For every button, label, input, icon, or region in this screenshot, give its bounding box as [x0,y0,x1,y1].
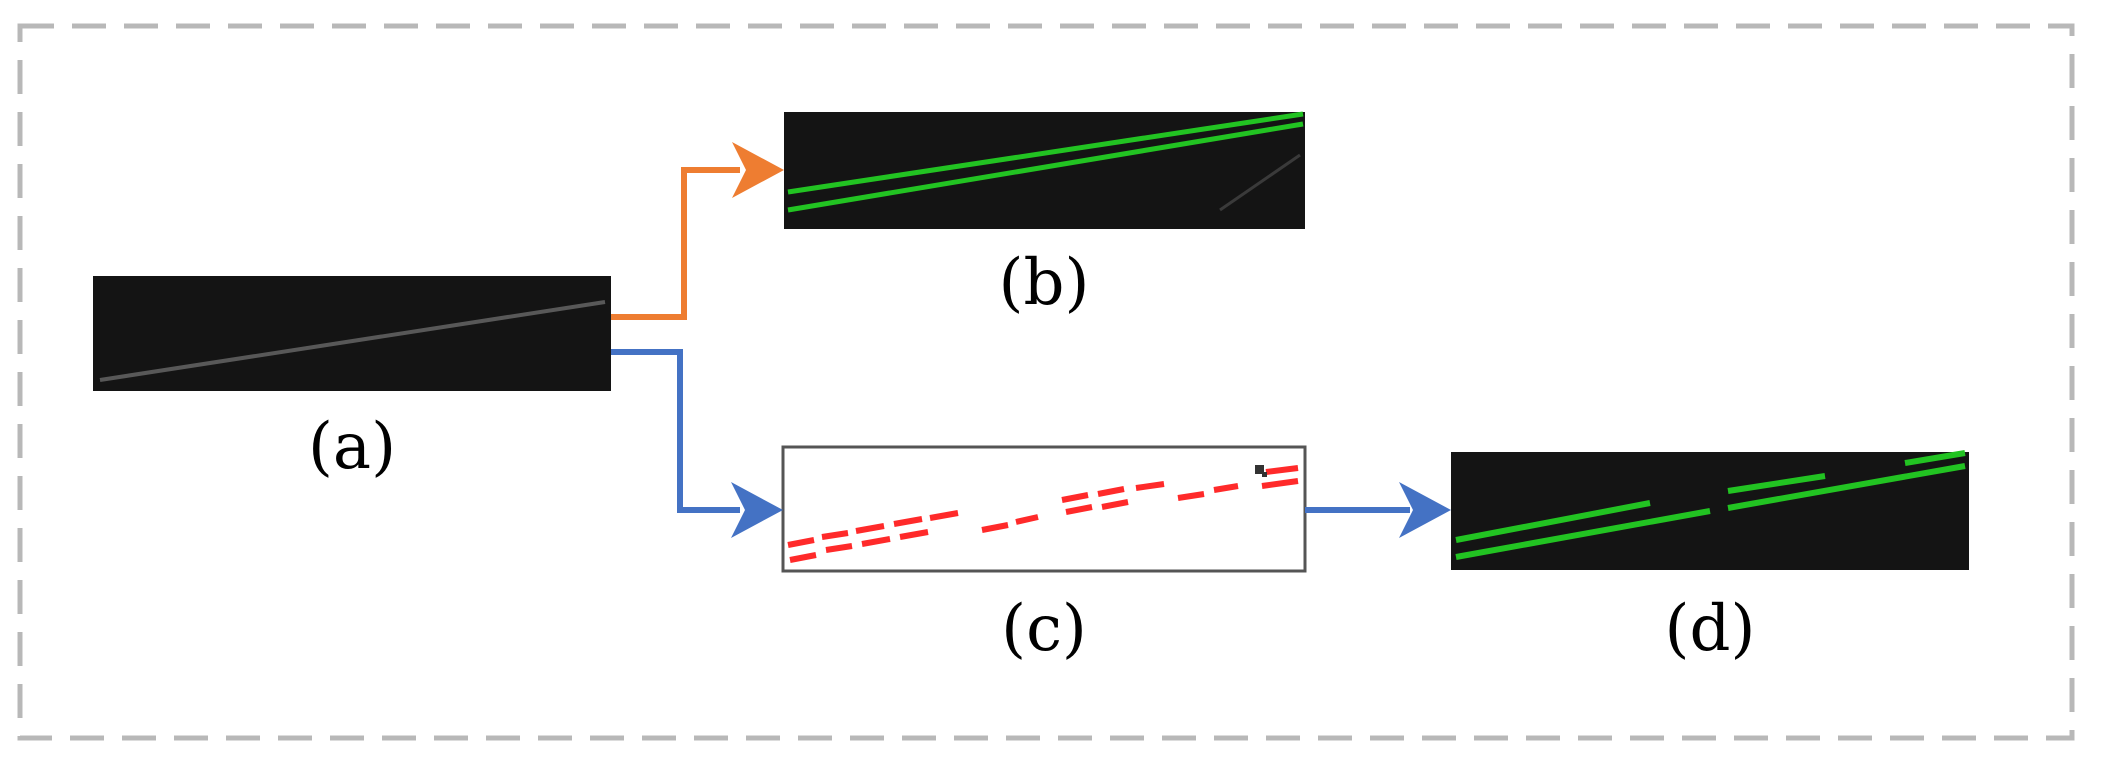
red-segment [1261,478,1299,489]
fit-line [787,121,1304,213]
caption-d: (d) [1664,592,1756,666]
panel-d-image [1451,450,1969,570]
arrow-a-to-c [611,349,783,538]
fit-line [1455,508,1711,560]
caption-b: (b) [998,246,1090,320]
marker-square [1255,465,1264,474]
red-segment [1015,514,1039,525]
red-segment [821,530,849,540]
red-segment [1101,499,1129,510]
red-segment [787,537,815,548]
caption-a: (a) [307,410,397,484]
faint-line [99,300,606,382]
red-segment [861,536,891,547]
red-segment [899,529,929,540]
dashed-frame [17,23,2075,741]
panel-a-image [93,276,611,391]
arrow-c-to-d [1305,482,1451,538]
fit-line [787,111,1304,195]
red-segment [1265,465,1299,475]
red-segment [1213,483,1239,493]
panel-c-image [781,445,1307,573]
red-segment [1177,491,1205,501]
panel-b-image [784,111,1305,229]
red-segment [1065,504,1093,515]
red-segment [893,516,923,527]
red-segment [929,510,959,521]
red-segment [1135,481,1165,491]
fit-line [1727,463,1966,511]
fit-line [1455,500,1651,543]
faint-line [1219,153,1301,212]
segment-group [787,465,1299,563]
fit-line [1727,473,1826,494]
marker-square [1262,472,1267,477]
red-segment [1061,492,1089,503]
caption-c: (c) [1001,592,1087,666]
red-segment [855,523,885,534]
fit-line [1904,450,1966,466]
red-segment [981,522,1009,533]
red-segment [825,543,853,553]
red-segment [789,552,817,563]
red-segment [1097,486,1125,497]
arrow-a-to-b [611,142,784,320]
